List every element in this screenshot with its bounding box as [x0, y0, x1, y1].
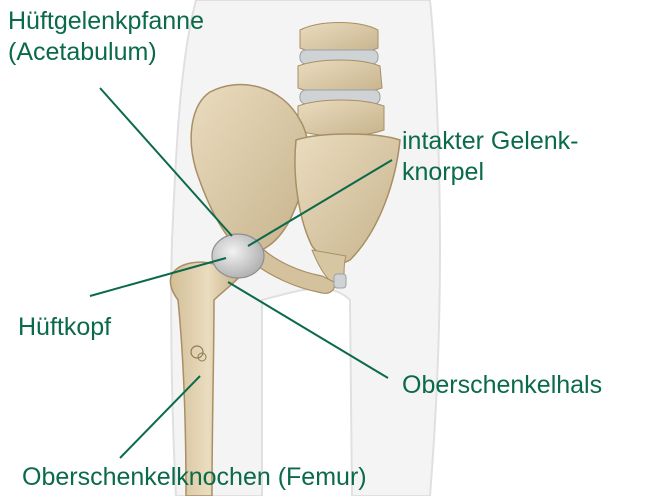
label-cartilage-line1: intakter Gelenk-	[402, 126, 578, 157]
label-femur: Oberschenkelknochen (Femur)	[22, 462, 367, 493]
lumbar-spine	[298, 23, 384, 137]
label-cartilage-line2: knorpel	[402, 157, 578, 188]
label-acetabulum-line2: (Acetabulum)	[8, 37, 204, 68]
label-femoral-head: Hüftkopf	[18, 312, 111, 343]
label-femoral-neck: Oberschenkelhals	[402, 370, 602, 401]
label-acetabulum: Hüftgelenkpfanne (Acetabulum)	[8, 6, 204, 68]
label-cartilage: intakter Gelenk- knorpel	[402, 126, 578, 188]
label-acetabulum-line1: Hüftgelenkpfanne	[8, 6, 204, 37]
